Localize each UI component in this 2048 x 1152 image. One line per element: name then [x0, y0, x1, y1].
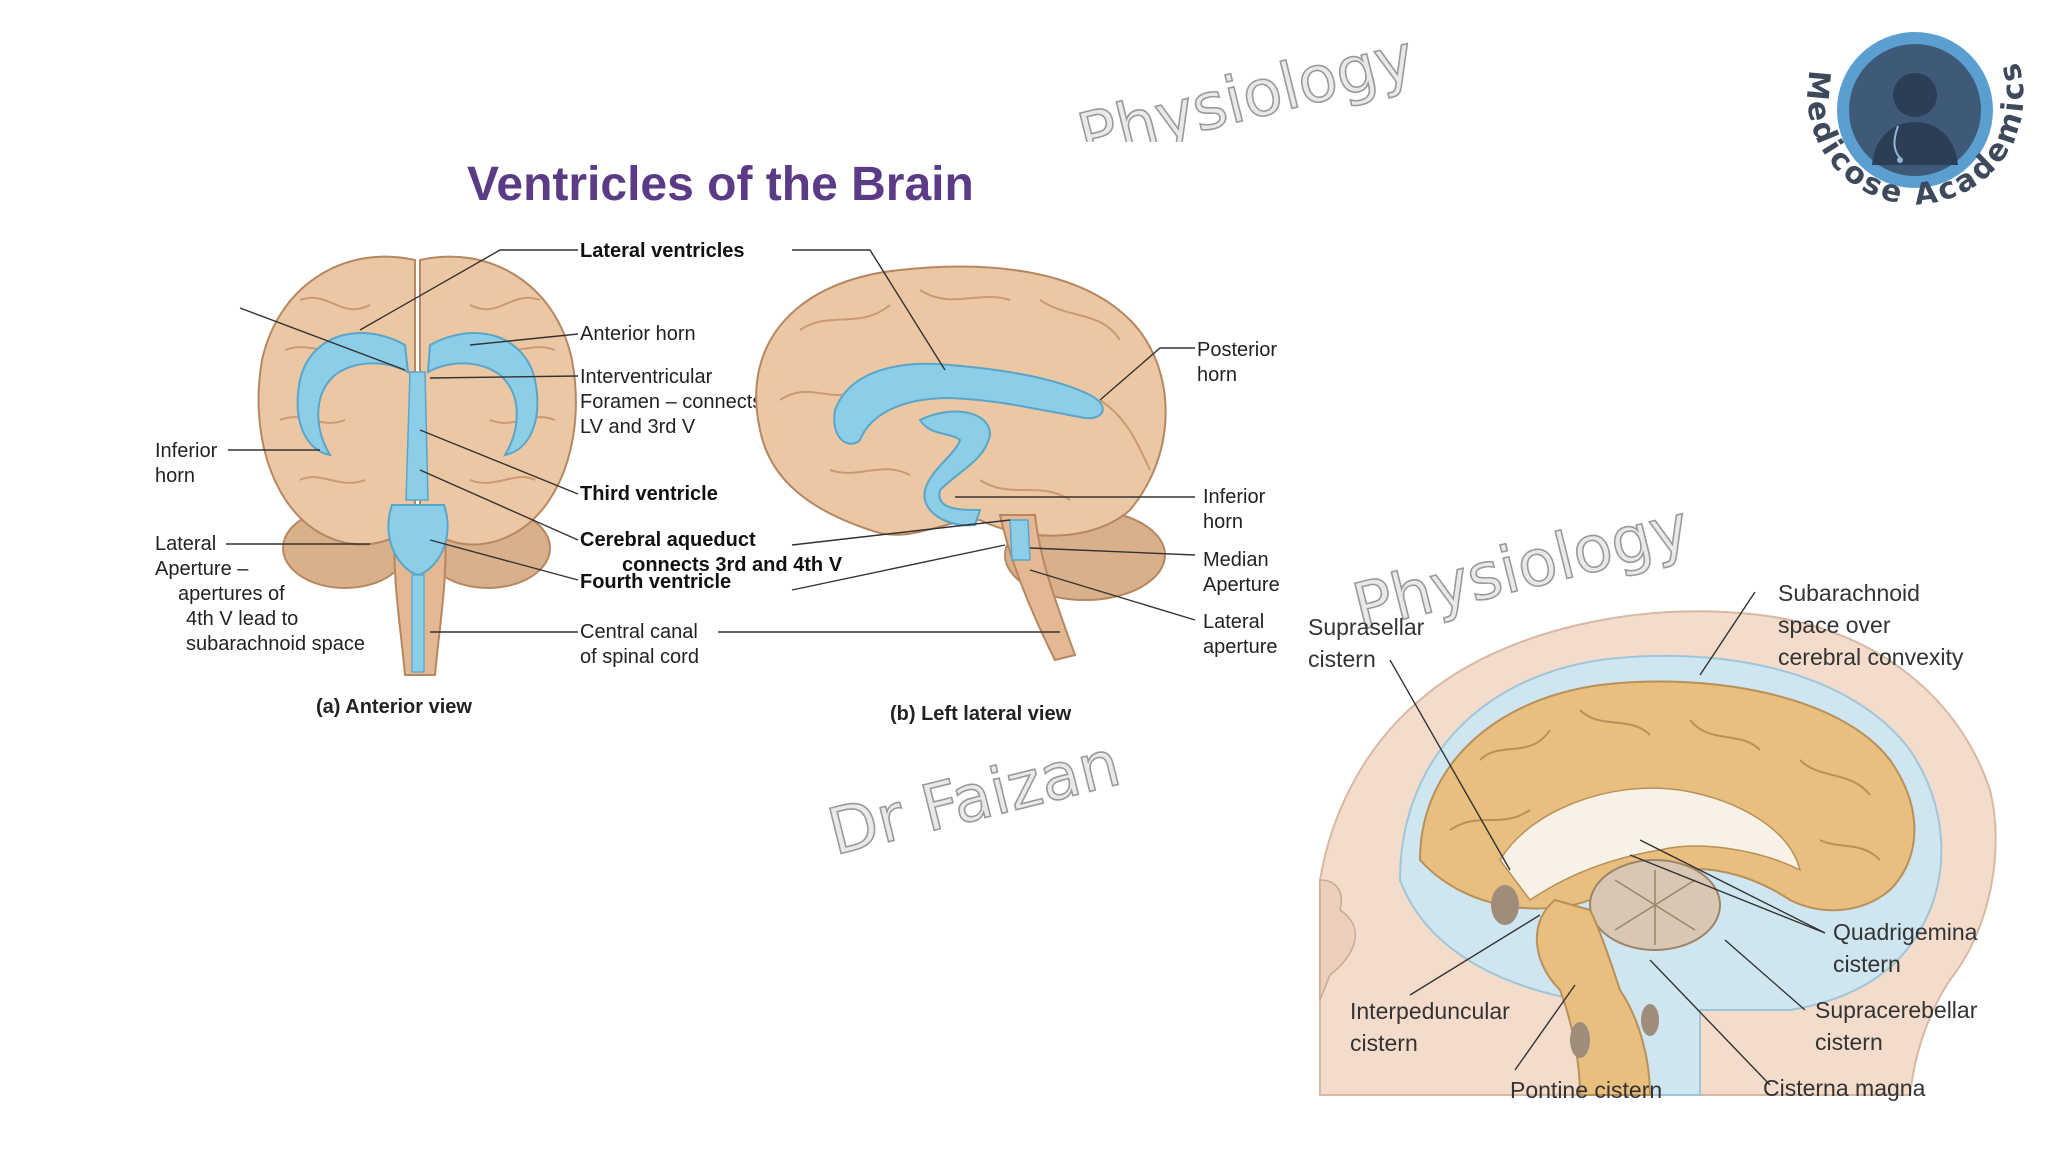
watermark-top: Physiology — [1060, 20, 1422, 202]
label-interventricular-2: Foramen – connects — [580, 391, 762, 413]
label-lat-inferior-horn-2: horn — [1203, 511, 1243, 533]
label-lat-lateral-aperture-1: Lateral — [1203, 611, 1264, 633]
label-subarachnoid-2: space over — [1778, 612, 1891, 638]
label-suprasellar-1: Suprasellar — [1308, 614, 1425, 640]
label-fourth-ventricle: Fourth ventricle — [580, 571, 731, 593]
label-subarachnoid-3: cerebral convexity — [1778, 644, 1964, 670]
label-interventricular-3: LV and 3rd V — [580, 416, 696, 438]
label-lateral-aperture-4: 4th V lead to — [186, 608, 298, 630]
label-third-ventricle: Third ventricle — [580, 483, 718, 505]
label-subarachnoid-1: Subarachnoid — [1778, 580, 1920, 606]
label-posterior-horn-1: Posterior — [1197, 339, 1277, 361]
label-supracerebellar-1: Supracerebellar — [1815, 997, 1978, 1023]
svg-text:Dr Faizan: Dr Faizan — [821, 727, 1127, 871]
lateral-view-illustration — [718, 249, 1196, 662]
label-central-canal-2: of spinal cord — [580, 646, 699, 668]
label-interpeduncular-2: cistern — [1350, 1030, 1418, 1056]
label-median-aperture-2: Aperture — [1203, 574, 1280, 596]
anterior-view-illustration — [226, 249, 579, 676]
label-lat-inferior-horn-1: Inferior — [1203, 486, 1266, 508]
label-quadrigeminal-2: cistern — [1833, 951, 1901, 977]
sagittal-head-illustration — [1319, 591, 1997, 1096]
label-lateral-aperture-3: apertures of — [178, 583, 285, 605]
watermark-left: Dr Faizan — [820, 700, 1312, 871]
label-interpeduncular-1: Interpeduncular — [1350, 998, 1510, 1024]
label-lateral-aperture-5: subarachnoid space — [186, 633, 365, 655]
caption-anterior-view: (a) Anterior view — [316, 696, 472, 718]
label-central-canal-1: Central canal — [580, 621, 698, 643]
label-median-aperture-1: Median — [1203, 549, 1269, 571]
label-ant-inferior-horn-1: Inferior — [155, 440, 218, 462]
label-anterior-horn: Anterior horn — [580, 323, 696, 345]
label-lat-lateral-aperture-2: aperture — [1203, 636, 1278, 658]
label-lateral-aperture-2: Aperture – — [155, 558, 249, 580]
label-pontine-cistern: Pontine cistern — [1510, 1077, 1662, 1103]
label-cisterna-magna: Cisterna magna — [1763, 1075, 1926, 1101]
doctor-avatar-icon — [1872, 73, 1958, 165]
label-cerebral-aqueduct-1: Cerebral aqueduct — [580, 529, 756, 551]
label-cerebral-aqueduct-2: connects 3rd and 4th V — [622, 554, 843, 576]
label-supracerebellar-2: cistern — [1815, 1029, 1883, 1055]
label-suprasellar-2: cistern — [1308, 646, 1376, 672]
label-posterior-horn-2: horn — [1197, 364, 1237, 386]
label-lateral-aperture-1: Lateral — [155, 533, 216, 555]
label-ant-inferior-horn-2: horn — [155, 465, 195, 487]
label-lateral-ventricles: Lateral ventricles — [580, 240, 745, 262]
label-quadrigeminal-1: Quadrigemina — [1833, 919, 1978, 945]
label-interventricular-1: Interventricular — [580, 366, 713, 388]
slide-title: Ventricles of the Brain — [467, 158, 974, 211]
medicose-academics-logo: Medicose Academics — [1798, 28, 2029, 213]
caption-lateral-view: (b) Left lateral view — [890, 703, 1072, 725]
